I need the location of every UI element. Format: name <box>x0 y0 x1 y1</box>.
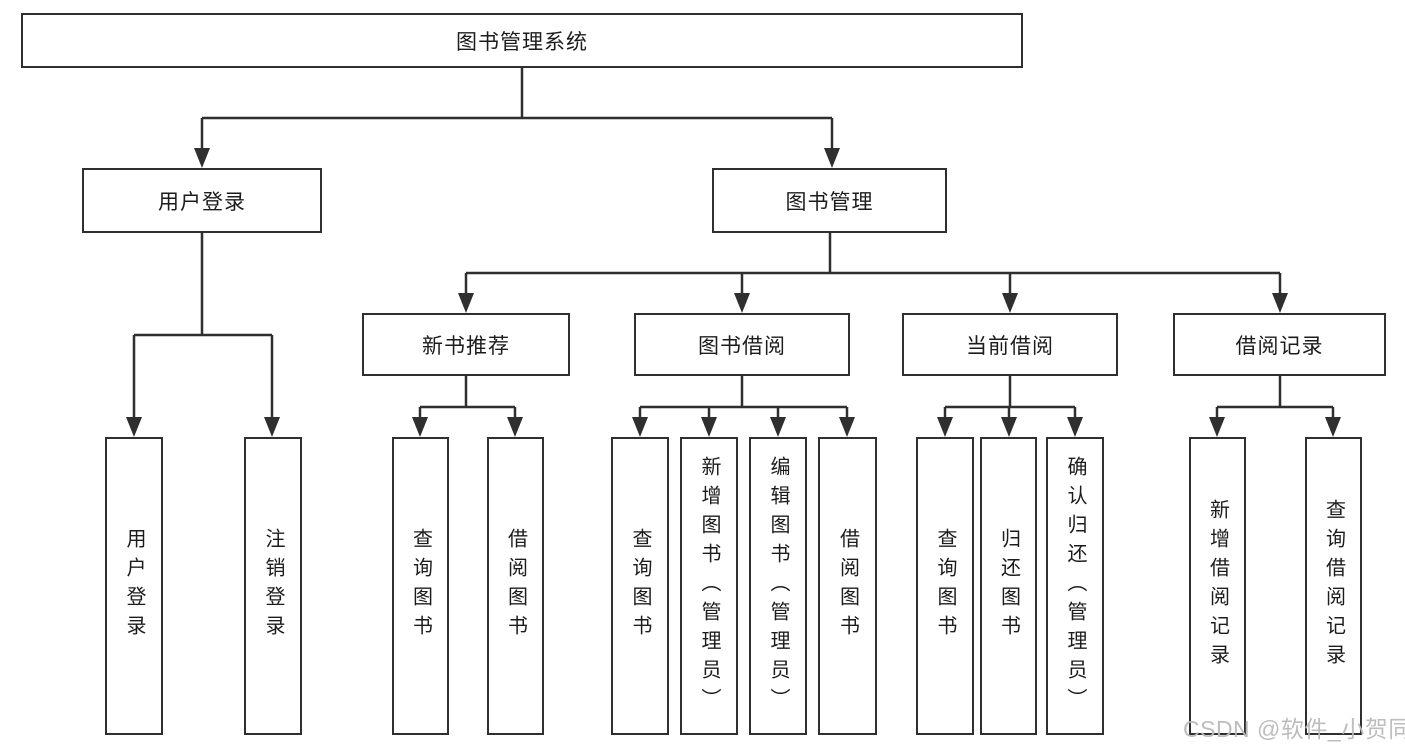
leaf-query-books-recommend: 查询图书 <box>392 437 449 735</box>
leaf-label: 用户登录 <box>123 528 145 644</box>
node-label: 新书推荐 <box>422 334 510 358</box>
leaf-query-borrow-record: 查询借阅记录 <box>1305 437 1362 735</box>
leaf-query-books-current: 查询图书 <box>916 437 974 735</box>
leaf-label: 归还图书 <box>997 528 1020 644</box>
leaf-add-borrow-record: 新增借阅记录 <box>1189 437 1246 735</box>
node-label: 用户登录 <box>158 190 246 214</box>
node-library-management-system: 图书管理系统 <box>21 13 1023 68</box>
leaf-add-book-admin: 新增图书（管理员） <box>680 437 738 735</box>
node-borrowing-records: 借阅记录 <box>1173 313 1386 376</box>
node-label: 借阅记录 <box>1235 334 1324 358</box>
node-book-borrowing: 图书借阅 <box>634 313 850 376</box>
leaf-edit-book-admin: 编辑图书（管理员） <box>749 437 807 735</box>
leaf-confirm-return-admin: 确认归还（管理员） <box>1046 437 1104 735</box>
leaf-user-login: 用户登录 <box>105 437 163 735</box>
leaf-label: 新增图书（管理员） <box>698 455 720 717</box>
leaf-label: 编辑图书（管理员） <box>767 455 789 717</box>
leaf-logout: 注销登录 <box>244 437 302 735</box>
node-label: 图书管理 <box>785 190 874 214</box>
leaf-label: 查询图书 <box>629 528 651 644</box>
node-book-management: 图书管理 <box>712 168 947 233</box>
leaf-label: 查询图书 <box>409 528 432 644</box>
node-current-borrowing: 当前借阅 <box>902 313 1118 376</box>
leaf-return-books: 归还图书 <box>980 437 1037 735</box>
node-label: 图书管理系统 <box>456 30 588 54</box>
leaf-label: 借阅图书 <box>836 528 859 644</box>
csdn-watermark: CSDN @软件_小贺同学 <box>1183 716 1405 742</box>
node-new-book-recommendation: 新书推荐 <box>362 313 570 376</box>
leaf-label: 确认归还（管理员） <box>1064 455 1086 717</box>
node-label: 图书借阅 <box>698 334 786 358</box>
node-user-login: 用户登录 <box>82 168 322 233</box>
leaf-borrow-books-recommend: 借阅图书 <box>487 437 544 735</box>
leaf-label: 查询图书 <box>934 528 956 644</box>
leaf-query-books-borrowing: 查询图书 <box>611 437 669 735</box>
leaf-borrow-books-borrowing: 借阅图书 <box>818 437 877 735</box>
leaf-label: 注销登录 <box>262 528 284 644</box>
leaf-label: 新增借阅记录 <box>1206 499 1229 673</box>
node-label: 当前借阅 <box>966 334 1054 358</box>
leaf-label: 查询借阅记录 <box>1322 499 1345 673</box>
leaf-label: 借阅图书 <box>504 528 527 644</box>
